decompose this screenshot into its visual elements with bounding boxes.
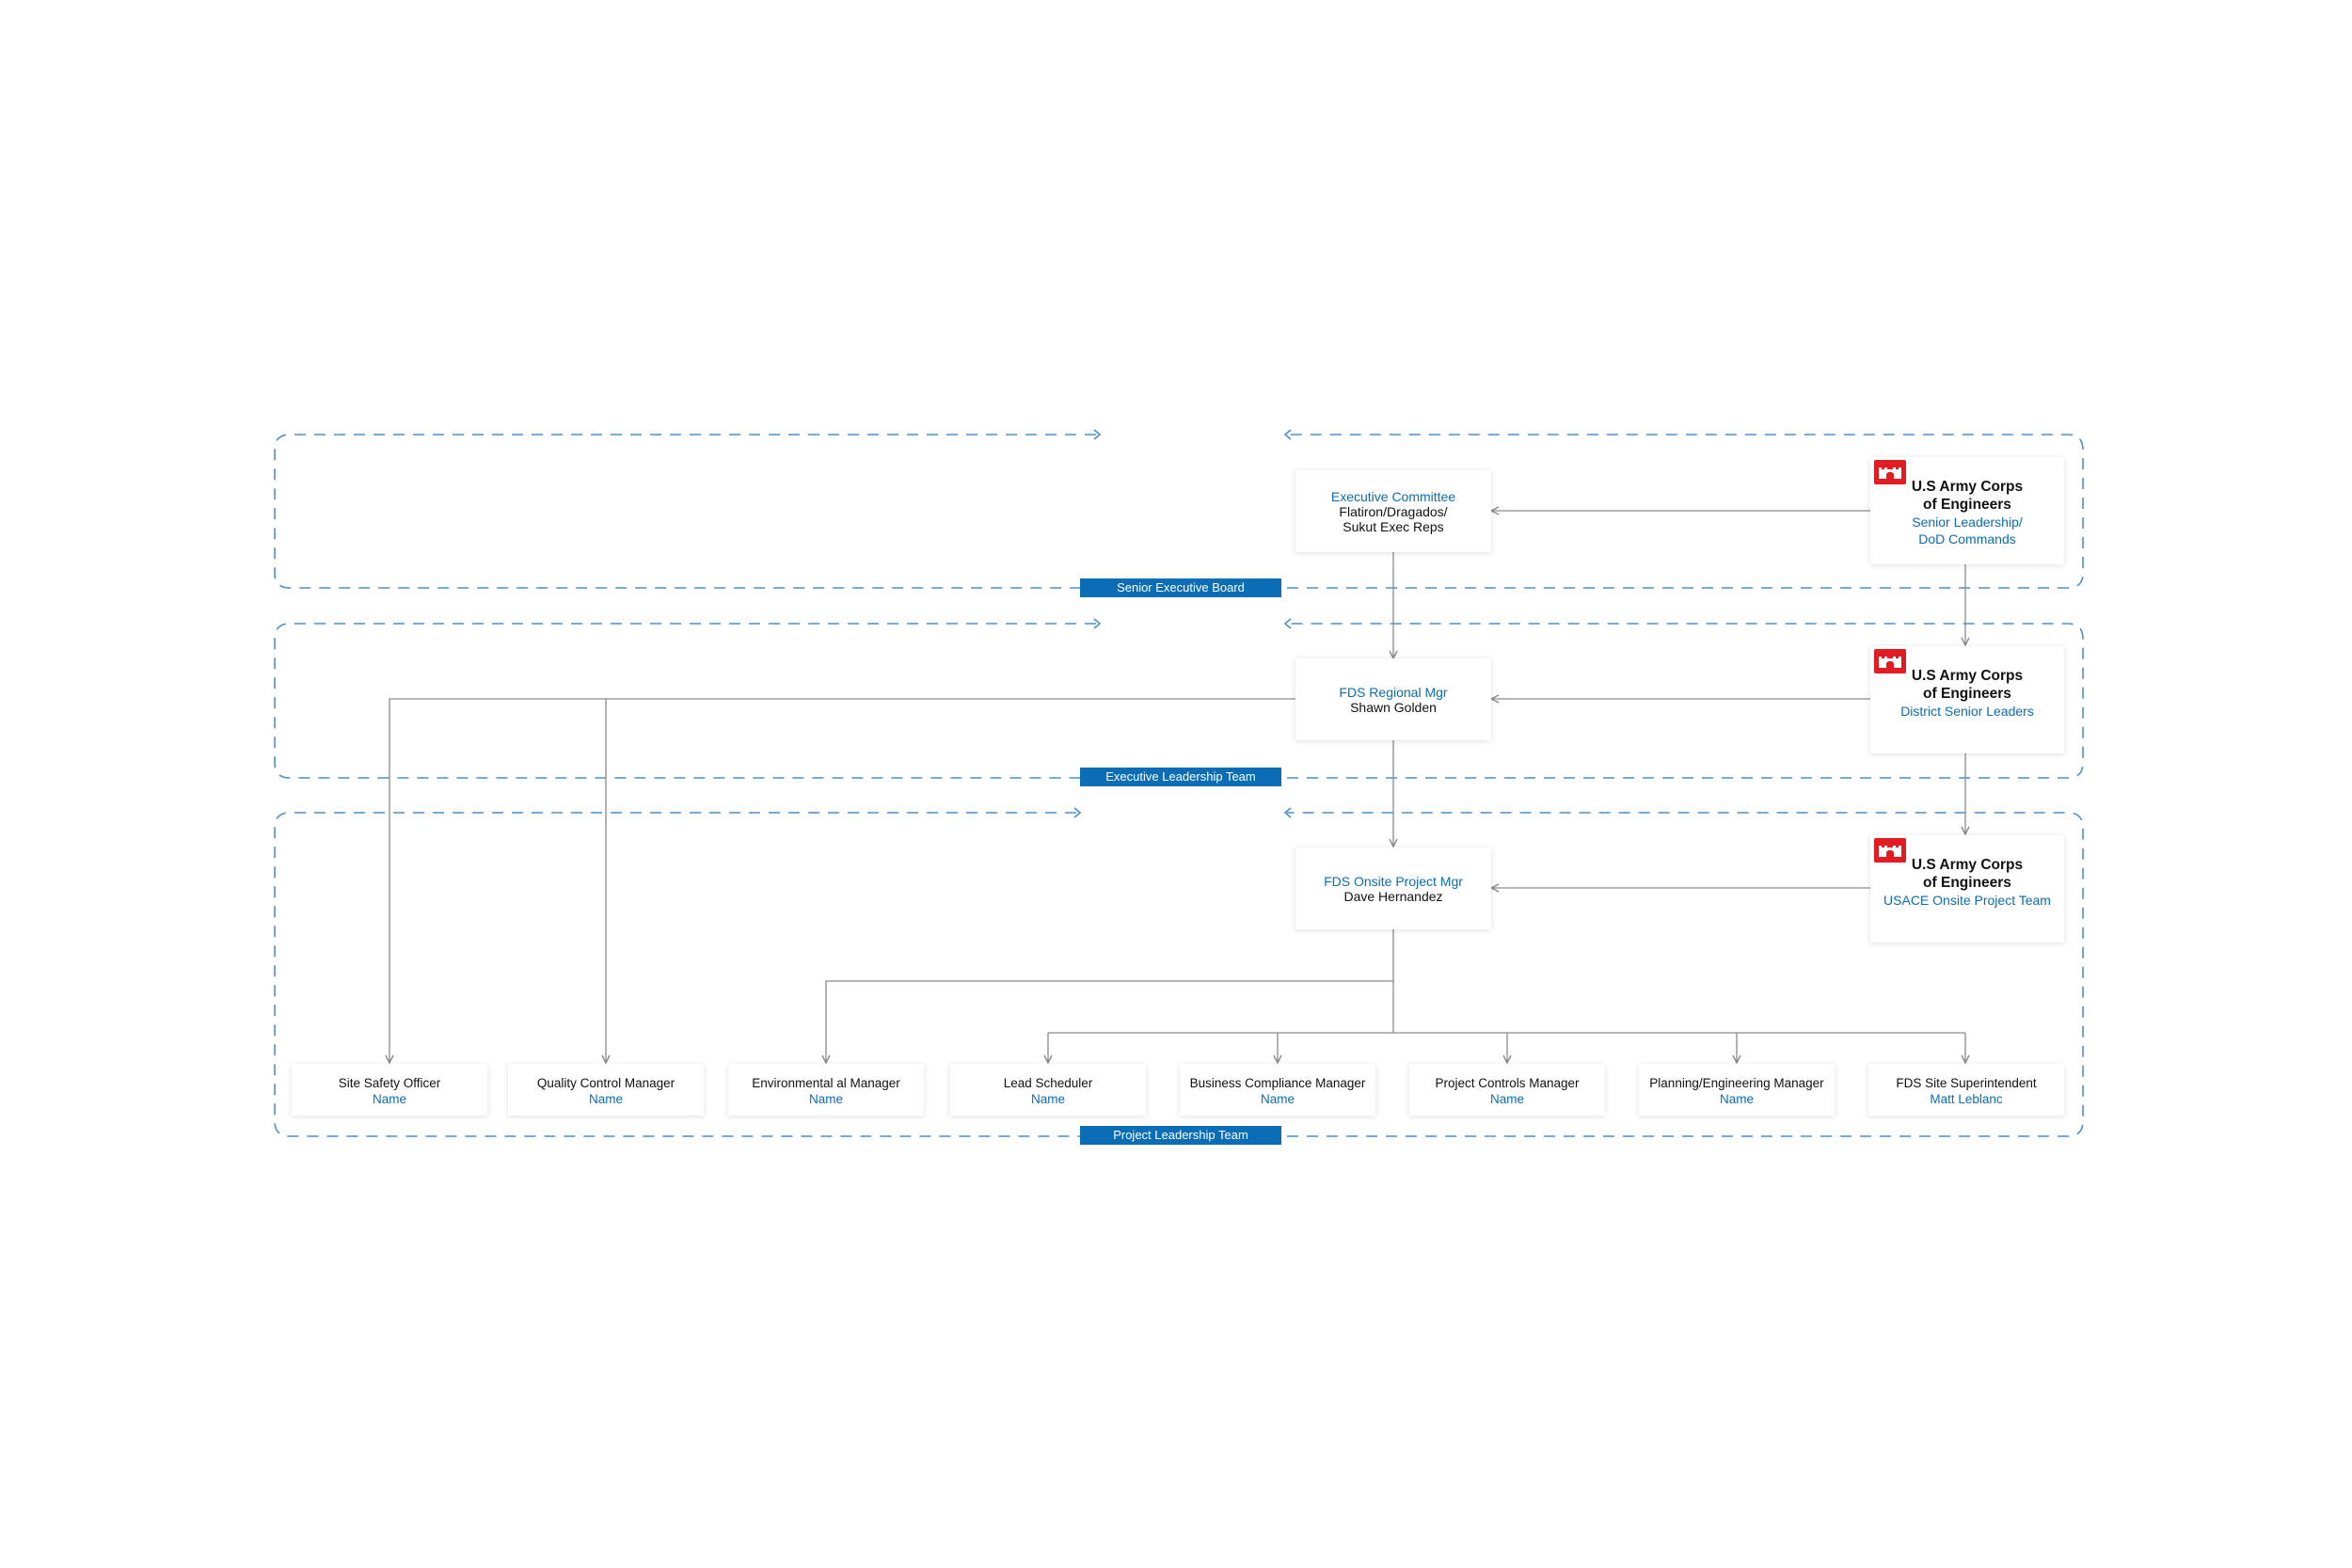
usace-org-line1: U.S Army Corps <box>1911 479 2024 495</box>
regional-mgr-title: FDS Regional Mgr <box>1339 684 1448 700</box>
role-box-lead-scheduler[interactable]: Lead Scheduler Name <box>950 1064 1146 1116</box>
role-box-planning-engineering-manager[interactable]: Planning/Engineering Manager Name <box>1639 1064 1835 1116</box>
exec-committee-title: Executive Committee <box>1330 488 1456 504</box>
usace-sub-line2: DoD Commands <box>1918 531 2016 546</box>
usace-org-line2: of Engineers <box>1923 497 2011 513</box>
band-project-chevron-right <box>1073 807 1082 818</box>
band-label-senior-executive-board: Senior Executive Board <box>1080 578 1281 597</box>
castle-icon <box>1874 838 1906 863</box>
role-title: Business Compliance Manager <box>1189 1076 1366 1090</box>
regional-mgr-name: Shawn Golden <box>1350 699 1437 715</box>
onsite-mgr-name: Dave Hernandez <box>1343 888 1443 904</box>
usace-sub-line1: District Senior Leaders <box>1900 704 2034 719</box>
usace-sub-line1: Senior Leadership/ <box>1912 515 2023 530</box>
usace-box-district-senior-leaders[interactable]: U.S Army Corps of Engineers District Sen… <box>1870 646 2064 753</box>
role-title: FDS Site Superintendent <box>1896 1076 2037 1090</box>
band-senior-chevron-right <box>1093 429 1102 440</box>
role-box-business-compliance-manager[interactable]: Business Compliance Manager Name <box>1180 1064 1375 1116</box>
band-label-executive-leadership-team: Executive Leadership Team <box>1080 768 1281 786</box>
role-name: Name <box>808 1092 843 1106</box>
band-senior-chevron-left <box>1283 429 1292 440</box>
role-box-quality-control-manager[interactable]: Quality Control Manager Name <box>508 1064 704 1116</box>
onsite-mgr-box[interactable]: FDS Onsite Project Mgr Dave Hernandez <box>1295 847 1491 929</box>
usace-org-line1: U.S Army Corps <box>1911 857 2024 873</box>
connector-onsite-to-environmental <box>826 980 1393 1063</box>
role-box-site-superintendent[interactable]: FDS Site Superintendent Matt Leblanc <box>1868 1064 2064 1116</box>
role-name: Name <box>1489 1092 1524 1106</box>
role-box-site-safety-officer[interactable]: Site Safety Officer Name <box>292 1064 487 1116</box>
band-senior-outline <box>274 434 2084 589</box>
role-name: Name <box>1260 1092 1295 1106</box>
usace-sub-line1: USACE Onsite Project Team <box>1883 893 2051 908</box>
band-executive-chevron-left <box>1283 618 1292 629</box>
exec-committee-box[interactable]: Executive Committee Flatiron/Dragados/ S… <box>1295 470 1491 552</box>
connector-regional-to-safety <box>389 698 1295 1063</box>
role-title: Project Controls Manager <box>1435 1076 1580 1090</box>
band-label-project-leadership-team: Project Leadership Team <box>1080 1126 1281 1145</box>
usace-org-line2: of Engineers <box>1923 875 2011 891</box>
castle-icon <box>1874 649 1906 673</box>
usace-org-line2: of Engineers <box>1923 686 2011 702</box>
usace-org-line1: U.S Army Corps <box>1911 668 2024 684</box>
role-name: Name <box>1719 1092 1754 1106</box>
band-project-chevron-left <box>1283 807 1292 818</box>
role-title: Lead Scheduler <box>1003 1076 1093 1090</box>
usace-box-senior-leadership[interactable]: U.S Army Corps of Engineers Senior Leade… <box>1870 457 2064 564</box>
band-project-outline <box>274 812 2084 1137</box>
castle-icon <box>1874 460 1906 484</box>
exec-committee-line1: Flatiron/Dragados/ <box>1339 503 1448 519</box>
role-title: Quality Control Manager <box>536 1076 675 1090</box>
role-name: Name <box>372 1092 406 1106</box>
role-title: Site Safety Officer <box>338 1076 441 1090</box>
band-executive-chevron-right <box>1093 618 1102 629</box>
usace-box-onsite-project-team[interactable]: U.S Army Corps of Engineers USACE Onsite… <box>1870 835 2064 942</box>
regional-mgr-box[interactable]: FDS Regional Mgr Shawn Golden <box>1295 658 1491 740</box>
role-box-environmental-manager[interactable]: Environmental al Manager Name <box>728 1064 924 1116</box>
exec-committee-line2: Sukut Exec Reps <box>1343 518 1444 534</box>
band-executive-outline <box>274 623 2084 779</box>
role-title: Planning/Engineering Manager <box>1649 1076 1824 1090</box>
role-title: Environmental al Manager <box>752 1076 900 1090</box>
role-name: Name <box>1030 1092 1065 1106</box>
onsite-mgr-title: FDS Onsite Project Mgr <box>1324 873 1463 889</box>
role-box-project-controls-manager[interactable]: Project Controls Manager Name <box>1409 1064 1605 1116</box>
role-name: Matt Leblanc <box>1930 1092 2003 1106</box>
role-name: Name <box>588 1092 623 1106</box>
